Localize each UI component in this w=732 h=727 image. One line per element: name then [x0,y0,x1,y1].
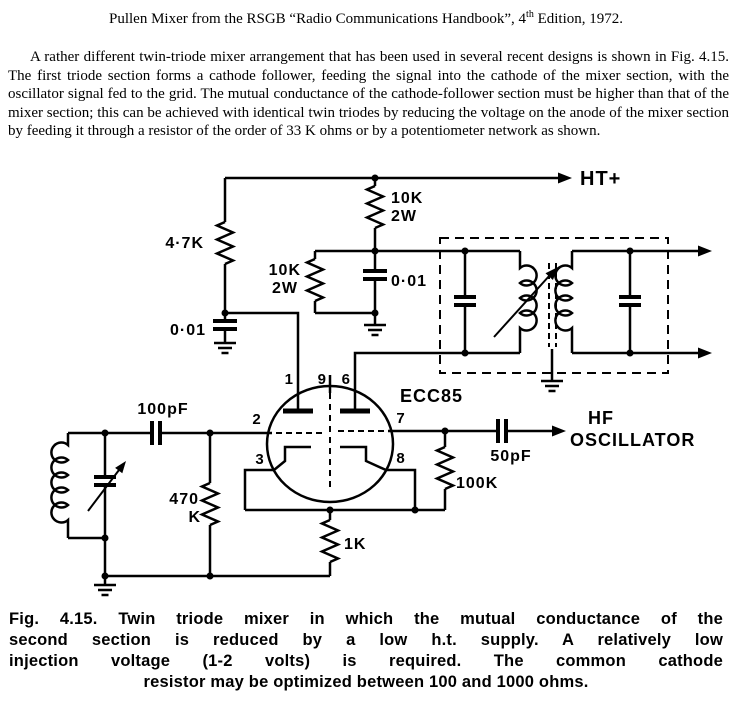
resistor-100k-label: 100K [456,475,498,492]
capacitor-001-anode-label: 0·01 [391,273,427,290]
capacitor-001-follower: 0·01 [170,318,237,343]
circuit-schematic: HT+ 10K 2W 10K 2W 0·01 [50,168,712,597]
ground-icon [94,583,116,597]
transformer-screen-box [439,236,669,374]
capacitor-001-anode: 0·01 [363,268,427,325]
resistor-470k-value: 470 [169,491,199,508]
page-title-suffix: Edition, 1972. [533,11,623,27]
caption-line: injection voltage (1-2 volts) is require… [9,652,723,671]
hf-oscillator-port: 50pF HF OSCILLATOR [388,408,695,465]
resistor-1k-label: 1K [344,536,366,553]
resistor-10k-lower-value: 10K [269,262,301,279]
primary-coil [518,250,538,353]
resistor-10k-upper-wattage: 2W [391,208,417,225]
ht-arrow-icon [558,172,572,184]
caption-line: resistor may be optimized between 100 an… [143,673,589,692]
resistor-10k-lower-wattage: 2W [272,280,298,297]
tube-type-label: ECC85 [400,386,463,406]
tube-pin-2: 2 [252,411,261,428]
tank-tuning-arrow [87,469,120,512]
tube-pin-3: 3 [255,451,264,468]
transformer-tuning-arrow [493,274,551,338]
resistor-10k-lower: 10K 2W [269,250,375,315]
resistor-10k-upper-value: 10K [391,190,423,207]
ground-rail [103,574,330,585]
caption-line: Fig. 4.15. Twin triode mixer in which th… [9,609,723,628]
resistor-10k-upper: 10K 2W [363,177,423,271]
ground-icon [214,341,236,355]
output-arrow-top-icon [698,245,712,257]
figure-caption: Fig. 4.15. Twin triode mixer in which th… [9,609,723,693]
resistor-470k: 470 K [169,432,222,576]
ht-label: HT+ [580,168,621,190]
junction-dots [101,174,634,580]
output-arrow-bottom-icon [698,347,712,359]
capacitor-100pf-label: 100pF [137,401,188,418]
tube-pin-8: 8 [396,450,405,467]
resistor-4k7-label: 4·7K [165,235,204,252]
tube-pin-9: 9 [318,371,327,388]
oscillator-arrow-icon [552,425,566,437]
if-transformer [439,236,712,381]
page-title-superscript: th [526,9,534,20]
secondary-coil [554,250,574,353]
caption-line: second section is reduced by a low h.t. … [9,631,723,650]
resistor-100k: 100K [433,430,498,510]
tube-pin-1: 1 [285,371,294,388]
resistor-1k: 1K [318,509,366,576]
resistor-470k-unit: K [188,509,201,526]
tube-pin-6: 6 [342,371,351,388]
capacitor-50pf-label: 50pF [490,448,531,465]
hf-label: HF [588,408,614,428]
input-tank-circuit [50,431,150,576]
ht-supply-rail: HT+ [225,168,621,190]
capacitor-100pf: 100pF [137,401,272,445]
tank-coil [50,432,70,538]
resistor-4k7: 4·7K [165,177,237,321]
body-paragraph: A rather different twin-triode mixer arr… [8,49,729,140]
tube-pin-7: 7 [396,410,405,427]
page-title-text: Pullen Mixer from the RSGB “Radio Commun… [109,11,527,27]
oscillator-label: OSCILLATOR [570,430,695,450]
capacitor-001-follower-label: 0·01 [170,322,206,339]
ground-icon [364,323,386,337]
ground-icon [541,379,563,393]
page-title: Pullen Mixer from the RSGB “Radio Commun… [0,0,732,28]
